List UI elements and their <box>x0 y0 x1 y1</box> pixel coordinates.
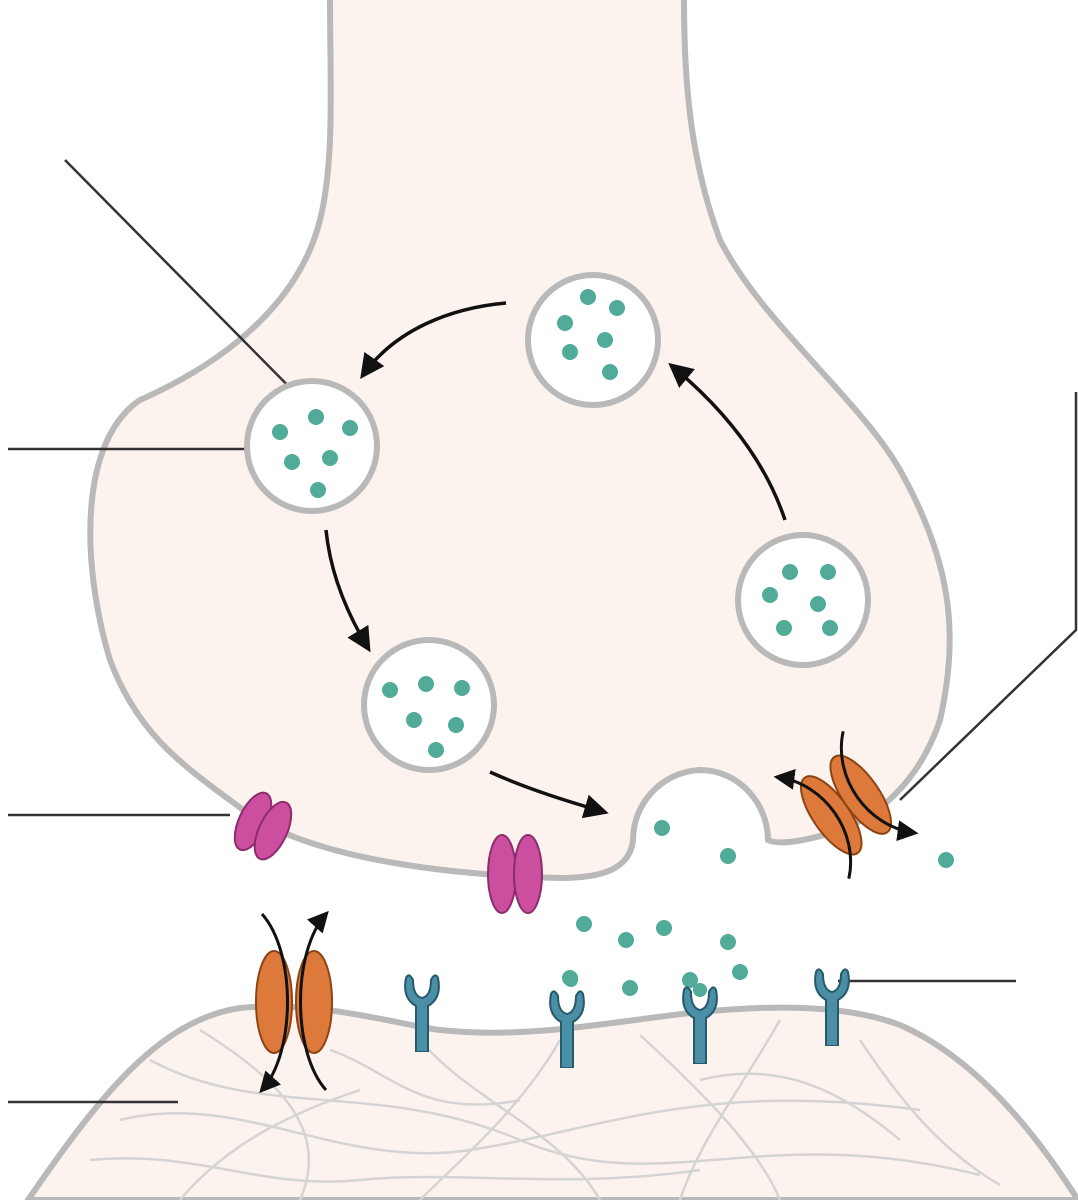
vesicle-membrane <box>525 272 661 408</box>
calcium-channel-right <box>487 834 543 914</box>
neurotransmitter-molecule <box>597 332 613 348</box>
neurotransmitter-molecule <box>762 587 778 603</box>
neurotransmitter-molecule <box>428 742 444 758</box>
neurotransmitter-molecule <box>820 564 836 580</box>
leader-line-neurotransmitter <box>64 159 317 415</box>
neurotransmitter-molecule <box>782 564 798 580</box>
neurotransmitter-molecule <box>272 424 288 440</box>
vesicle-membrane <box>735 532 871 668</box>
neurotransmitter-molecule <box>342 420 358 436</box>
cycle-arrow-right <box>668 362 787 521</box>
ion-channel-postsynaptic <box>255 910 333 1094</box>
ion-channel-presynaptic <box>773 730 919 880</box>
neurotransmitter-molecule <box>622 980 638 996</box>
cycle-arrows <box>324 301 787 819</box>
neurotransmitter-molecule <box>776 620 792 636</box>
cytoskeleton-fibers <box>89 1019 1001 1200</box>
neurotransmitter-molecule <box>454 680 470 696</box>
postsynaptic-membrane <box>24 1003 1078 1200</box>
neurotransmitter-molecule <box>810 596 826 612</box>
neurotransmitter-molecule <box>580 289 596 305</box>
leader-line-ion-channel <box>899 392 1078 801</box>
calcium-channel-left <box>233 791 293 861</box>
neurotransmitter-molecule <box>654 820 670 836</box>
neurotransmitter-molecule <box>720 848 736 864</box>
neurotransmitter-molecule <box>576 916 592 932</box>
neurotransmitter-molecule <box>822 620 838 636</box>
cycle-arrow-top <box>360 301 507 379</box>
neurotransmitter-molecule <box>682 972 698 988</box>
cycle-arrow-bottom <box>489 770 609 819</box>
neurotransmitter-molecule <box>448 717 464 733</box>
neurotransmitter-molecule <box>308 409 324 425</box>
neurotransmitter-molecule <box>284 454 300 470</box>
vesicle-membrane <box>244 378 380 514</box>
synaptic-vesicle-2 <box>525 272 661 408</box>
bound-neurotransmitter-3 <box>693 983 707 997</box>
synaptic-vesicle-3 <box>735 532 871 668</box>
neurotransmitter-molecule <box>656 920 672 936</box>
synaptic-vesicles <box>244 272 871 773</box>
neurotransmitter-molecule <box>557 315 573 331</box>
vesicle-membrane <box>361 637 497 773</box>
leader-lines <box>8 159 1078 1104</box>
neurotransmitter-molecule <box>938 852 954 868</box>
neurotransmitter-molecule <box>732 964 748 980</box>
neurotransmitter-molecule <box>720 934 736 950</box>
neurotransmitter-molecule <box>406 712 422 728</box>
postsynaptic-cell-body <box>24 1003 1078 1200</box>
neurotransmitter-molecule <box>382 682 398 698</box>
cycle-arrow-left <box>324 529 371 653</box>
synaptic-vesicle-1 <box>244 378 380 514</box>
neurotransmitter-molecule <box>322 450 338 466</box>
presynaptic-terminal <box>87 0 953 882</box>
neurotransmitter-molecule <box>618 932 634 948</box>
neurotransmitter-molecule <box>609 300 625 316</box>
neurotransmitter-molecule <box>418 676 434 692</box>
neurotransmitter-molecule <box>562 344 578 360</box>
neurotransmitter-molecule <box>310 482 326 498</box>
bound-neurotransmitter-2 <box>564 973 578 987</box>
synaptic-vesicle-4 <box>361 637 497 773</box>
neurotransmitter-molecule <box>602 364 618 380</box>
